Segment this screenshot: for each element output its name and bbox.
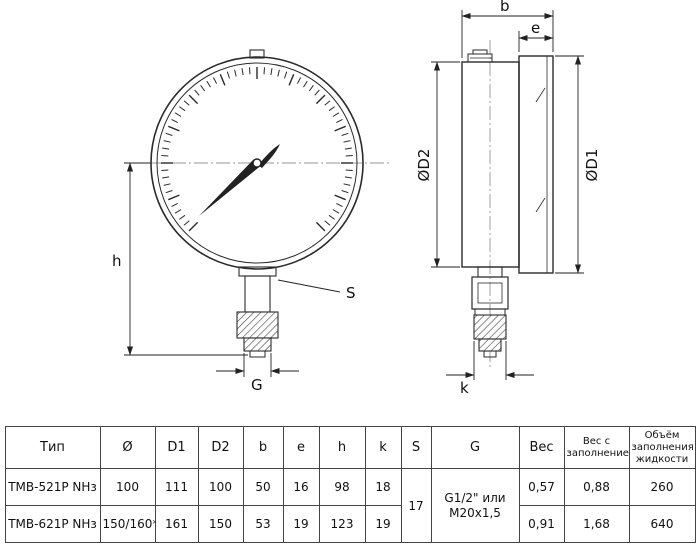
cell-k: 18 [364, 468, 402, 506]
cell-d1: 161 [154, 505, 199, 543]
cell-weight-filled: 1,68 [563, 505, 630, 543]
case-seam [249, 49, 265, 59]
case-body [461, 61, 520, 268]
technical-drawing: h G S [112, 0, 601, 397]
cell-e: 19 [282, 505, 320, 543]
cell-d1: 111 [154, 468, 199, 506]
glass-reflection [535, 87, 546, 103]
gauge-drawing-svg: h G S [112, 0, 601, 397]
header-k: k [364, 426, 402, 469]
cell-d2: 100 [197, 468, 244, 506]
dial-tick-marks [161, 67, 353, 232]
front-stem [236, 266, 279, 358]
header-diameter: Ø [99, 426, 156, 469]
cell-g-merged: G1/2" или M20x1,5 [430, 468, 520, 543]
cell-type: ТМВ-521Р NНз [4, 468, 101, 506]
header-s: S [400, 426, 432, 469]
side-view: b e ØD2 ØD1 k [415, 0, 601, 397]
hex-fitting [236, 311, 279, 339]
cell-d2: 150 [197, 505, 244, 543]
side-stem [471, 266, 509, 358]
glass-reflection [535, 197, 546, 213]
cell-weight: 0,57 [518, 468, 565, 506]
dimension-d1 [555, 55, 584, 274]
front-view: h G S [112, 49, 390, 394]
header-e: e [282, 426, 320, 469]
header-h: h [318, 426, 366, 469]
table-header-row: Тип Ø D1 D2 b e h k S G Вес Вес с заполн… [4, 426, 696, 469]
cell-b: 50 [242, 468, 284, 506]
label-h: h [112, 252, 122, 270]
label-d1: ØD1 [583, 149, 601, 182]
thread-tip [243, 337, 272, 352]
cell-b: 53 [242, 505, 284, 543]
cell-e: 16 [282, 468, 320, 506]
cell-k: 19 [364, 505, 402, 543]
gauge-dial-rim [156, 62, 358, 264]
s-leader-line [277, 279, 341, 293]
cell-type: ТМВ-621Р NНз [4, 505, 101, 543]
label-e: e [531, 19, 540, 37]
header-b: b [242, 426, 284, 469]
cell-fill-volume: 260 [628, 468, 696, 506]
fill-plug [467, 49, 493, 63]
dimension-e [518, 31, 554, 52]
label-k: k [460, 379, 469, 397]
label-g: G [251, 376, 263, 394]
header-type: Тип [4, 426, 101, 469]
header-fill-volume: Объём заполнения жидкости [628, 426, 696, 469]
dimension-h [124, 162, 248, 356]
table-row: ТМВ-621Р NНз 150/160* 161 150 53 19 123 … [4, 505, 696, 543]
header-g: G [430, 426, 520, 469]
cell-weight: 0,91 [518, 505, 565, 543]
cell-weight-filled: 0,88 [563, 468, 630, 506]
bezel-ring [518, 55, 554, 274]
needle-tail [258, 144, 280, 168]
dimension-d2 [431, 61, 460, 268]
dimension-b [461, 10, 554, 58]
dimension-k [446, 341, 534, 380]
needle [199, 159, 261, 216]
dimension-g [216, 353, 299, 377]
label-s: S [346, 284, 356, 302]
cell-fill-volume: 640 [628, 505, 696, 543]
header-weight: Вес [518, 426, 565, 469]
table-row: ТМВ-521Р NНз 100 111 100 50 16 98 18 17 … [4, 468, 696, 543]
header-d1: D1 [154, 426, 199, 469]
dimensions-table: Тип Ø D1 D2 b e h k S G Вес Вес с заполн… [4, 426, 696, 543]
cell-diameter: 100 [99, 468, 156, 506]
header-weight-filled: Вес с заполнением [563, 426, 630, 469]
label-b: b [500, 0, 510, 15]
thread-tip [478, 338, 502, 352]
cell-diameter: 150/160* [99, 505, 156, 543]
cell-s-merged: 17 [400, 468, 432, 543]
cell-h: 98 [318, 468, 366, 506]
header-d2: D2 [197, 426, 244, 469]
cell-h: 123 [318, 505, 366, 543]
thread [473, 314, 507, 340]
needle-hub [252, 158, 262, 168]
gauge-bezel [150, 56, 364, 270]
label-d2: ØD2 [415, 149, 433, 182]
